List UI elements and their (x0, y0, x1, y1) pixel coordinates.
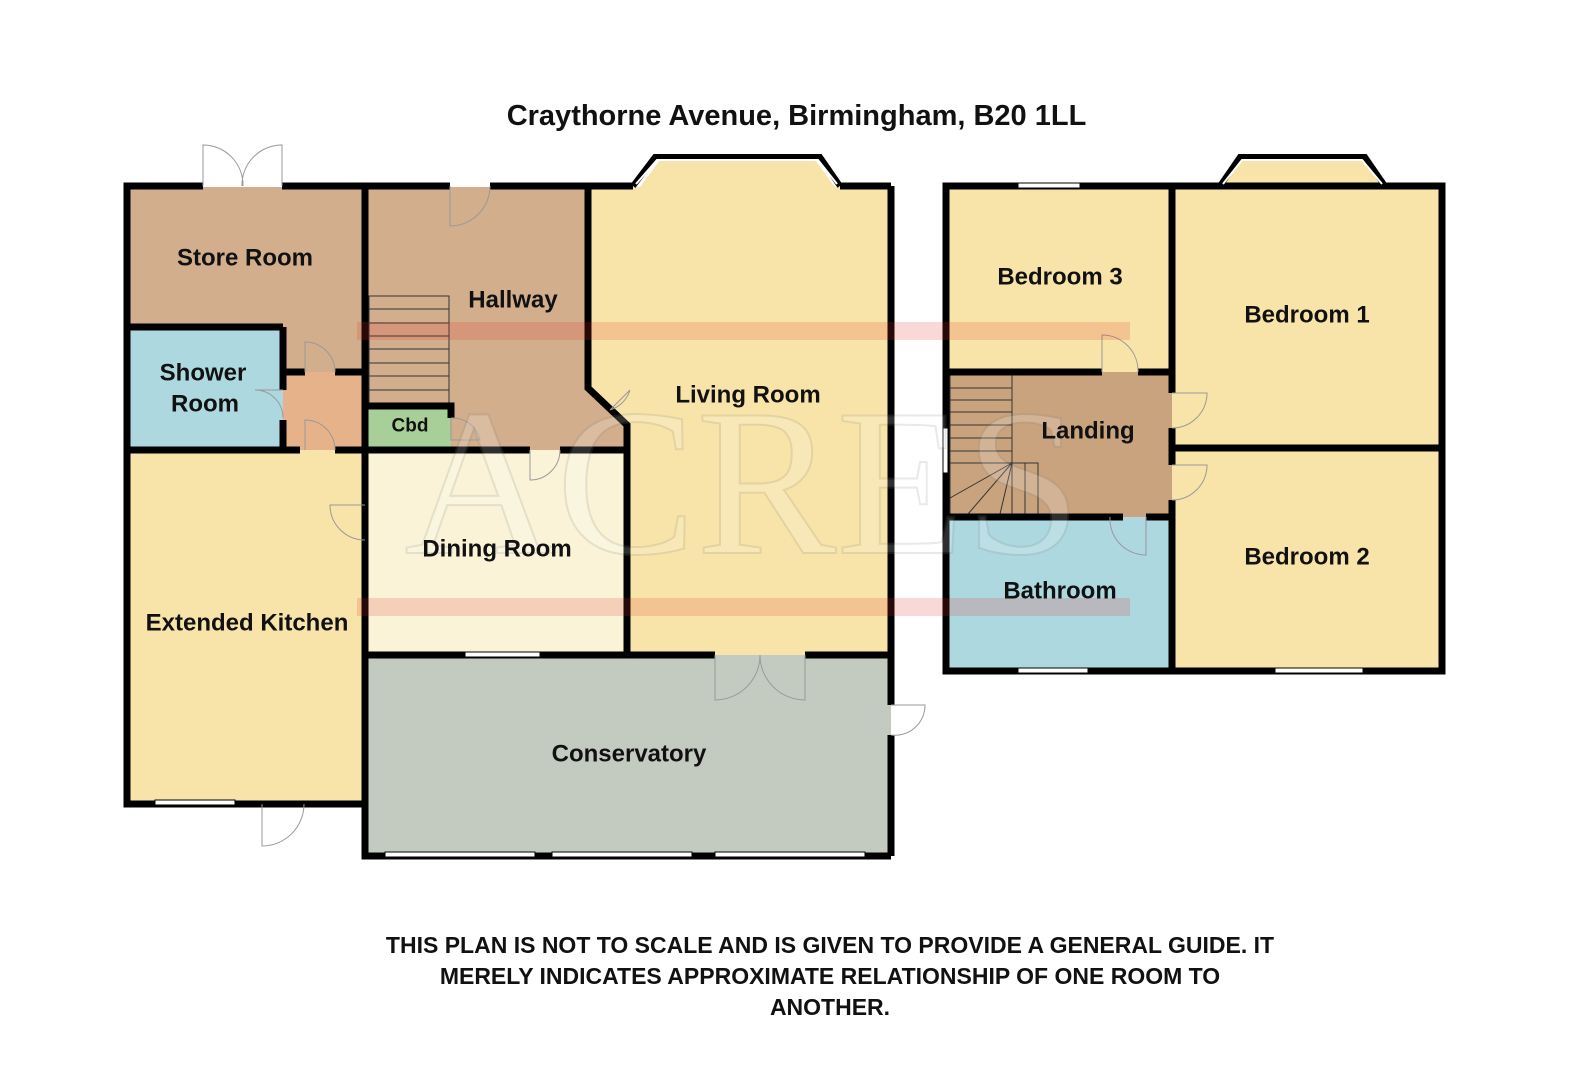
living-room-area (588, 160, 891, 655)
conservatory-area (365, 655, 891, 855)
dining-room-area (365, 450, 627, 655)
kitchen-label: Extended Kitchen (145, 609, 349, 637)
conservatory-label: Conservatory (551, 740, 707, 768)
staircase-upper-icon (949, 374, 1039, 516)
plan-title: Craythorne Avenue, Birmingham, B20 1LL (506, 100, 1087, 132)
store-room-label: Store Room (176, 244, 314, 272)
door-swings-upper (1101, 334, 1208, 556)
hallway-label: Hallway (468, 286, 558, 314)
kitchen-area (127, 450, 365, 802)
bedroom-1-area (1172, 157, 1442, 448)
shower-room-label-2: Room (171, 390, 239, 418)
bathroom-label: Bathroom (1003, 577, 1117, 605)
bedroom-1-label: Bedroom 1 (1244, 301, 1370, 329)
disclaimer: THIS PLAN IS NOT TO SCALE AND IS GIVEN T… (385, 932, 1275, 1020)
shower-room-label-1: Shower (159, 359, 247, 387)
landing-area (946, 372, 1172, 517)
bay-window-upper (1217, 154, 1388, 188)
door-swings (202, 144, 926, 847)
store-room-area (127, 187, 365, 327)
bedroom-2-label: Bedroom 2 (1244, 543, 1370, 571)
ground-floor (123, 144, 926, 860)
watermark-logo: ACRES (357, 322, 1130, 616)
staircase-icon (368, 295, 450, 407)
bathroom-area (946, 517, 1172, 670)
bedroom-2-area (1172, 448, 1442, 670)
store-room-area-lower (283, 327, 365, 372)
dining-room-label: Dining Room (422, 535, 572, 563)
windows-upper (942, 182, 1364, 674)
hallway-area (365, 187, 627, 450)
cbd-area (367, 406, 451, 450)
living-room-label: Living Room (675, 381, 821, 409)
watermark-text: ACRES (405, 367, 1082, 599)
landing-label: Landing (1041, 417, 1135, 445)
bay-window (630, 154, 843, 188)
first-floor (942, 154, 1446, 675)
cbd-label: Cbd (391, 415, 429, 437)
bedroom-3-area (946, 187, 1172, 372)
lobby-area (283, 372, 365, 450)
shower-room-area (127, 327, 283, 450)
windows (154, 651, 866, 858)
bedroom-3-label: Bedroom 3 (997, 263, 1123, 291)
